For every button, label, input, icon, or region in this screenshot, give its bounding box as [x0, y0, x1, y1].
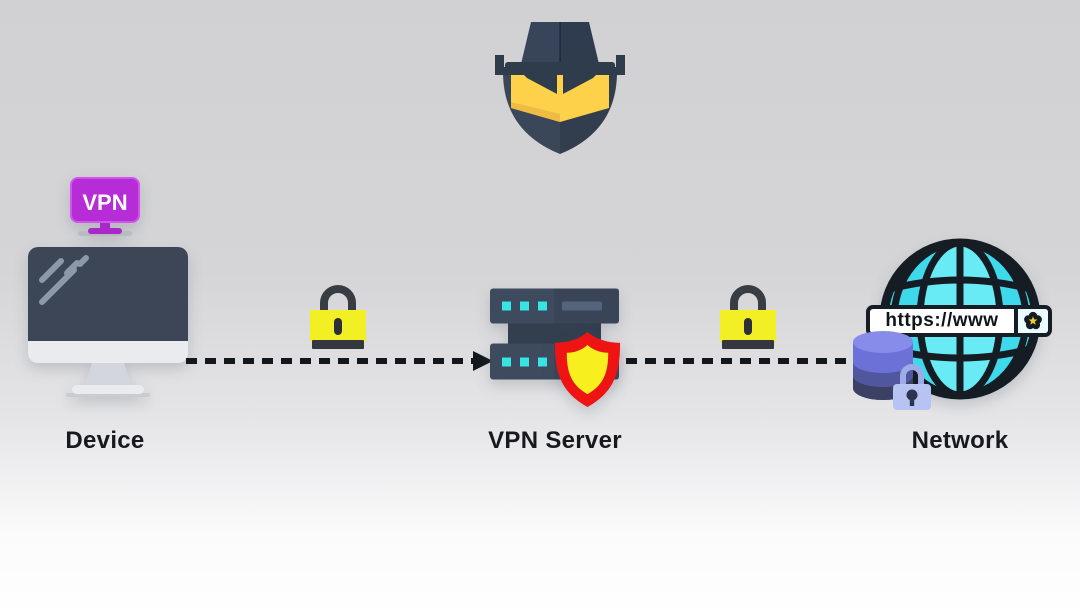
network-label: Network [911, 427, 1009, 454]
address-bar: https://www [866, 305, 1052, 337]
arrow-right-icon [473, 351, 493, 371]
address-bar-text: https://www [885, 310, 999, 331]
secure-site-badge [1014, 309, 1048, 333]
vpn-monitor-icon: VPN [70, 177, 140, 236]
spy-hat-icon [495, 22, 625, 154]
vpn-badge-label: VPN [82, 190, 127, 215]
security-shield-icon [554, 332, 621, 407]
database-lock-icon [893, 364, 931, 410]
device-label: Device [65, 427, 145, 454]
encrypted-link-right [626, 358, 854, 364]
encrypted-link-left [186, 358, 474, 364]
padlock-icon-left [310, 285, 366, 349]
secure-site-flower-star-icon [1024, 311, 1042, 330]
padlock-icon-right [720, 285, 776, 349]
vpn-server-label: VPN Server [488, 427, 622, 454]
desktop-monitor-icon [28, 247, 188, 397]
